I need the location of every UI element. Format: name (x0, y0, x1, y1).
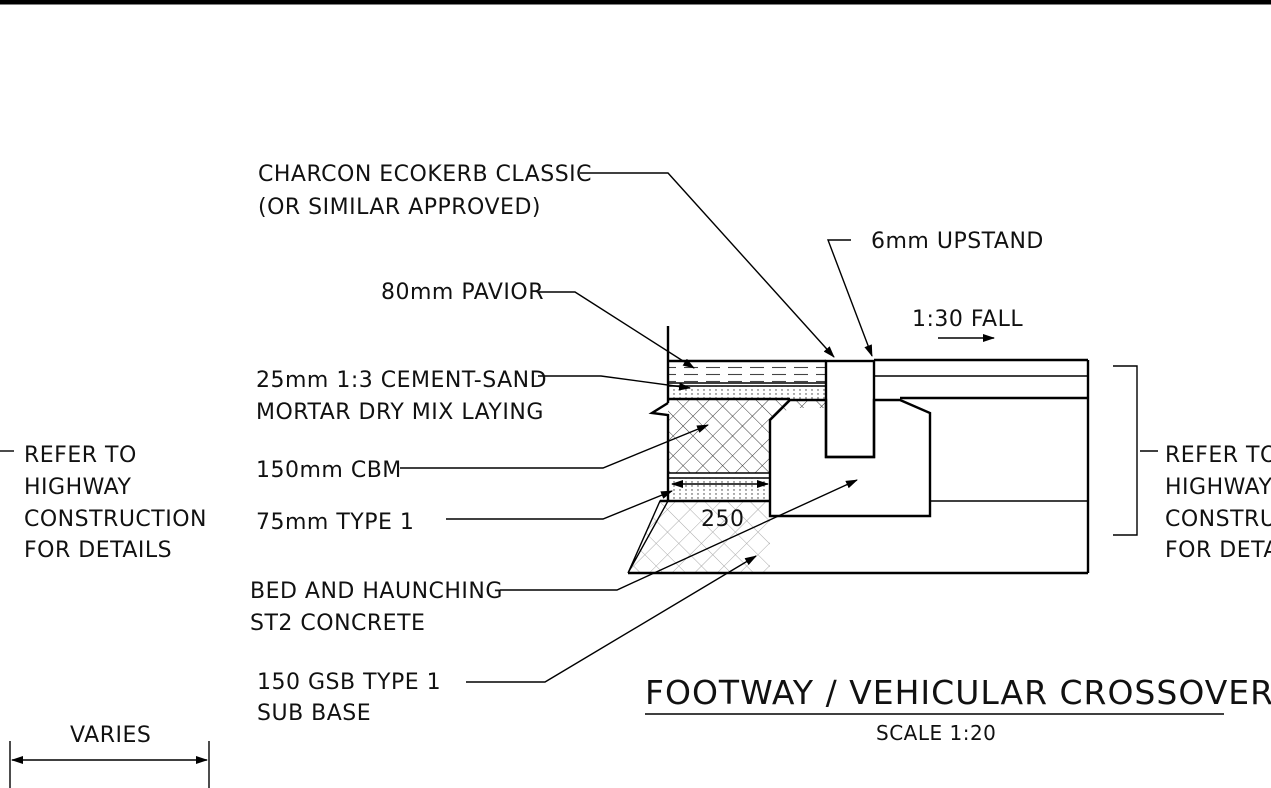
left-note-line1: REFER TO (24, 443, 137, 468)
right-note-line3: CONSTRUCTION (1165, 507, 1271, 532)
label-bed-line1: BED AND HAUNCHING (250, 579, 503, 604)
label-varies: VARIES (70, 723, 151, 748)
label-type1: 75mm TYPE 1 (256, 510, 414, 535)
kerb-unit (824, 359, 876, 459)
label-subbase-line2: SUB BASE (257, 701, 371, 726)
varies-dimension: VARIES (9, 723, 210, 788)
left-note-line4: FOR DETAILS (24, 538, 172, 563)
title-block: FOOTWAY / VEHICULAR CROSSOVER SCALE 1:20 (645, 673, 1271, 745)
label-subbase-line1: 150 GSB TYPE 1 (257, 670, 441, 695)
drawing-title: FOOTWAY / VEHICULAR CROSSOVER (645, 673, 1271, 712)
subbase-hatch (628, 501, 770, 573)
cbm-hatch (668, 399, 826, 473)
label-pavior: 80mm PAVIOR (381, 280, 544, 305)
right-note-line2: HIGHWAY (1165, 475, 1271, 500)
left-note-line3: CONSTRUCTION (24, 507, 207, 532)
label-cbm: 150mm CBM (256, 458, 402, 483)
annotations: CHARCON ECOKERB CLASSIC (OR SIMILAR APPR… (24, 162, 1271, 726)
mortar-layer (668, 386, 826, 399)
left-note-line2: HIGHWAY (24, 475, 132, 500)
label-upstand: 6mm UPSTAND (871, 229, 1044, 254)
drawing-scale: SCALE 1:20 (876, 721, 996, 745)
right-note-line1: REFER TO (1165, 443, 1271, 468)
label-kerb-line1: CHARCON ECOKERB CLASSIC (258, 162, 592, 187)
right-note-line4: FOR DETAILS (1165, 538, 1271, 563)
type1-layer (668, 478, 770, 501)
label-bed-line2: ST2 CONCRETE (250, 611, 425, 636)
dimension-250: 250 (701, 507, 745, 532)
leader-lines (0, 172, 1158, 683)
label-fall: 1:30 FALL (912, 307, 1023, 332)
section-geometry (627, 326, 1138, 575)
label-mortar-line2: MORTAR DRY MIX LAYING (256, 400, 544, 425)
label-kerb-line2: (OR SIMILAR APPROVED) (258, 195, 541, 220)
pavior-layer (668, 361, 826, 383)
label-mortar-line1: 25mm 1:3 CEMENT-SAND (256, 368, 547, 393)
